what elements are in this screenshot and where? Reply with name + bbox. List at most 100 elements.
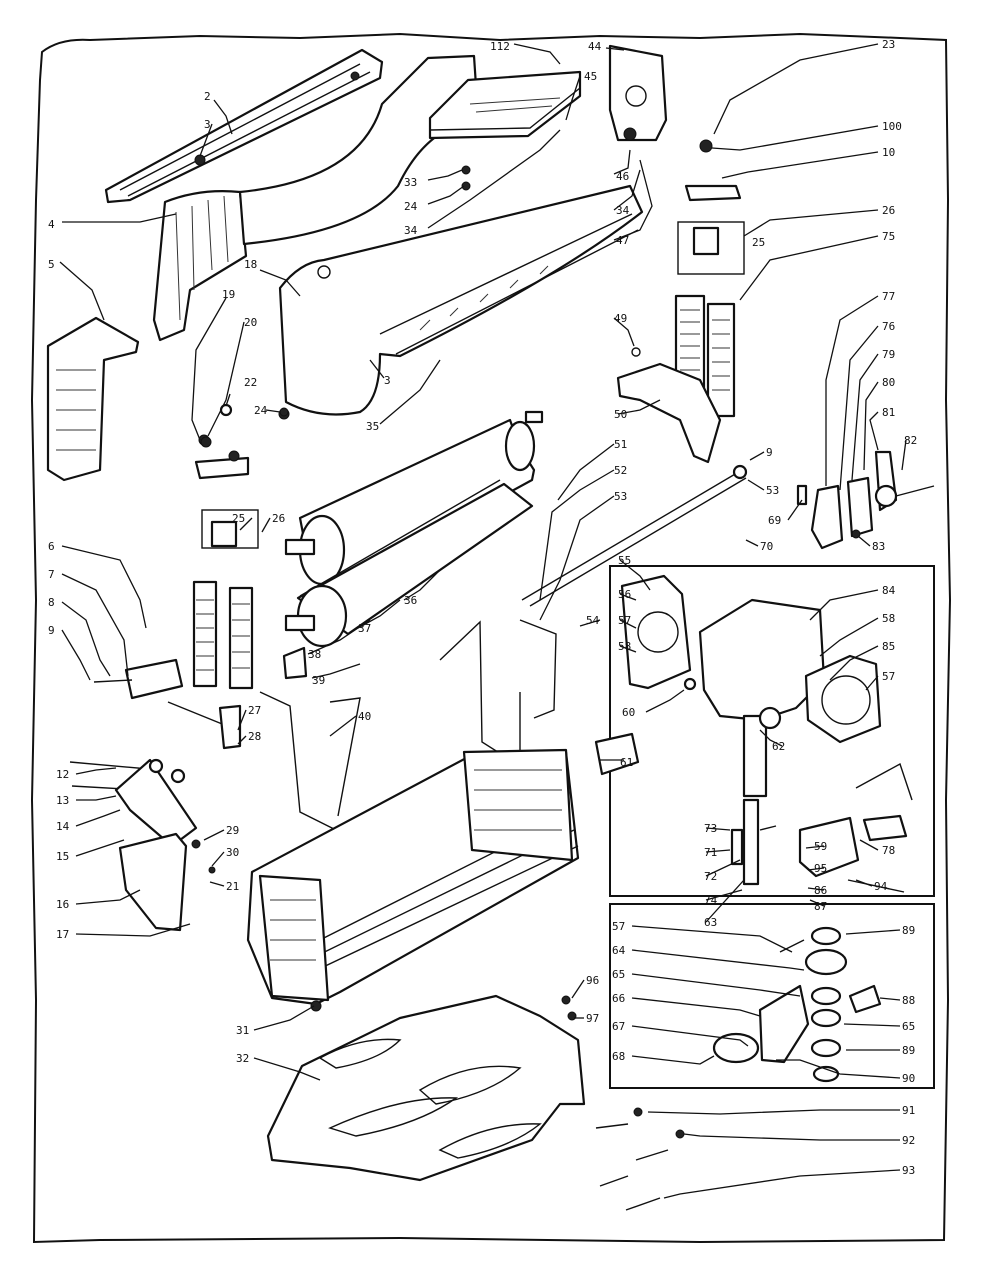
part-label: 57 [882, 670, 895, 683]
part-label: 85 [882, 640, 895, 653]
part-label: 50 [614, 408, 627, 421]
part-label: 63 [704, 916, 717, 929]
part-label: 90 [902, 1072, 915, 1085]
part-label: 73 [704, 822, 717, 835]
part-label: 66 [612, 992, 625, 1005]
part-label: 86 [814, 884, 827, 897]
part-label: 49 [614, 312, 627, 325]
base-frame [246, 748, 580, 1012]
top-cover-part-33 [428, 70, 582, 191]
part-label: 3 [204, 118, 211, 131]
part-label: 96 [586, 974, 599, 987]
part-label: 71 [704, 846, 717, 859]
part-label: 83 [872, 540, 885, 553]
part-label: 8 [48, 596, 55, 609]
page-border [30, 32, 952, 1244]
shaft-part-63 [730, 798, 777, 886]
part-label: 78 [882, 844, 895, 857]
part-label: 12 [56, 768, 69, 781]
part-label: 4 [48, 218, 55, 231]
part-label: 2 [204, 90, 211, 103]
base-plate-part-32 [266, 994, 586, 1182]
part-label: 10 [882, 146, 895, 159]
part-label: 62 [772, 740, 785, 753]
plug-part-61 [594, 677, 697, 776]
part-label: 9 [48, 624, 55, 637]
screw-part-24 [279, 407, 289, 417]
part-label: 19 [222, 288, 235, 301]
part-label: 21 [226, 880, 239, 893]
part-label: 51 [614, 438, 627, 451]
part-label: 97 [586, 1012, 599, 1025]
part-label: 52 [614, 464, 627, 477]
part-label: 22 [244, 376, 257, 389]
linkage-wire-part-40 [259, 619, 557, 833]
part-label: 55 [618, 554, 631, 567]
part-label: 6 [48, 540, 55, 553]
part-label: 7 [48, 568, 55, 581]
part-labels: 2 3 4 5 112 44 45 23 100 10 26 25 75 33 … [48, 38, 917, 1177]
front-cover-part-5 [46, 316, 140, 482]
part-label: 15 [56, 850, 69, 863]
bracket-stack-right [796, 450, 935, 550]
part-label: 61 [620, 756, 633, 769]
part-label: 88 [902, 994, 915, 1007]
part-label: 69 [768, 514, 781, 527]
part-label: 17 [56, 928, 69, 941]
part-label: 64 [612, 944, 626, 957]
part-label: 3 [384, 374, 391, 387]
part-label: 24 [404, 200, 418, 213]
part-label: 79 [882, 348, 895, 361]
part-label: 53 [766, 484, 779, 497]
leader-lines [59, 43, 907, 1199]
part-label: 58 [882, 612, 895, 625]
spring-assembly-left [93, 436, 259, 750]
part-label: 100 [882, 120, 902, 133]
part-label: 65 [612, 968, 625, 981]
part-label: 23 [882, 38, 895, 51]
part-label: 94 [874, 880, 888, 893]
part-label: 57 [612, 920, 625, 933]
part-label: 44 [588, 40, 602, 53]
bracket-part-50 [616, 347, 722, 464]
part-label: 29 [226, 824, 239, 837]
block-part-39 [282, 646, 308, 680]
part-label: 53 [614, 490, 627, 503]
part-label: 58 [618, 640, 631, 653]
part-label: 26 [272, 512, 285, 525]
part-label: 89 [902, 924, 915, 937]
part-label: 27 [248, 704, 261, 717]
part-label: 34 [616, 204, 630, 217]
arm-body-part-18 [278, 184, 644, 420]
part-label: 25 [232, 512, 245, 525]
screws-bottom [595, 1107, 685, 1211]
side-cover-part-4 [152, 190, 248, 342]
part-label: 13 [56, 794, 69, 807]
part-label: 72 [704, 870, 717, 883]
part-label: 89 [902, 1044, 915, 1057]
part-label: 54 [586, 614, 600, 627]
part-label: 81 [882, 406, 895, 419]
part-label: 39 [312, 674, 325, 687]
gear-housing [620, 574, 882, 798]
roller-part-36 [284, 410, 544, 586]
end-plate-part-44 [608, 44, 668, 142]
part-label: 36 [404, 594, 417, 607]
spring-assembly-right [674, 139, 745, 418]
part-label: 76 [882, 320, 895, 333]
part-label: 93 [902, 1164, 915, 1177]
part-label: 5 [48, 258, 55, 271]
part-label: 60 [622, 706, 635, 719]
part-label: 80 [882, 376, 895, 389]
part-label: 74 [704, 894, 718, 907]
part-label: 14 [56, 820, 70, 833]
part-label: 77 [882, 290, 895, 303]
part-label: 25 [752, 236, 765, 249]
part-label: 82 [904, 434, 917, 447]
part-label: 67 [612, 1020, 625, 1033]
gear-train-box [609, 903, 935, 1089]
part-label: 40 [358, 710, 371, 723]
part-label: 28 [248, 730, 261, 743]
part-label: 59 [814, 840, 827, 853]
part-label: 24 [254, 404, 268, 417]
